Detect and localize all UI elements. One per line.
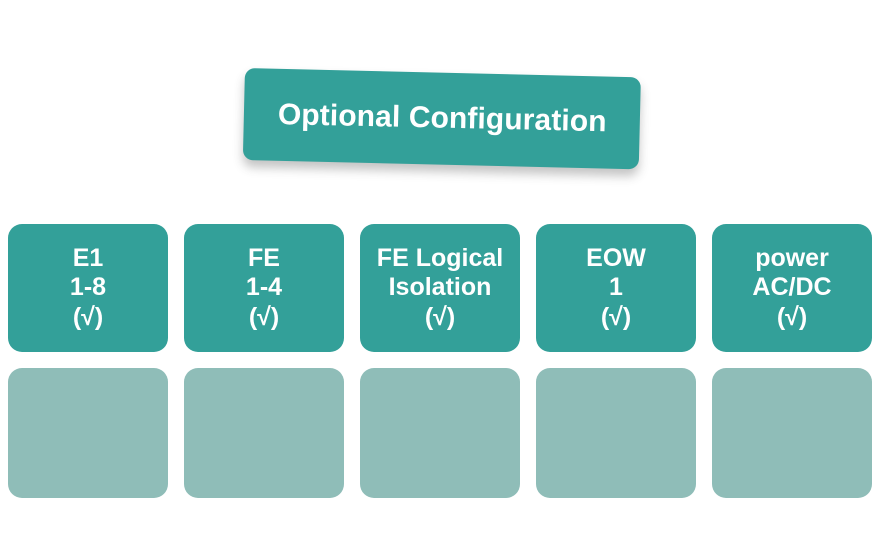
feature-card-power-checkmark: (√) (776, 302, 808, 331)
feature-card-fe-logical-isolation-checkmark: (√) (424, 302, 456, 331)
placeholder-card-2[interactable] (184, 368, 344, 498)
feature-card-fe-logical-isolation-line1: FE Logical (376, 244, 504, 273)
header-banner-shape: Optional Configuration (242, 68, 641, 170)
placeholder-card-row (8, 368, 872, 498)
feature-card-eow-line1: EOW (586, 244, 646, 273)
feature-card-fe-line2: 1-4 (245, 273, 283, 302)
feature-card-fe-line1: FE (248, 244, 280, 273)
page-title: Optional Configuration (277, 98, 607, 139)
feature-card-eow-checkmark: (√) (600, 302, 632, 331)
placeholder-card-1[interactable] (8, 368, 168, 498)
feature-card-fe-logical-isolation[interactable]: FE Logical Isolation (√) (360, 224, 520, 352)
feature-card-power[interactable]: power AC/DC (√) (712, 224, 872, 352)
header-banner: Optional Configuration (242, 68, 641, 170)
placeholder-card-5[interactable] (712, 368, 872, 498)
feature-card-power-line2: AC/DC (752, 273, 832, 302)
feature-card-fe[interactable]: FE 1-4 (√) (184, 224, 344, 352)
feature-card-e1-checkmark: (√) (72, 302, 104, 331)
feature-card-e1[interactable]: E1 1-8 (√) (8, 224, 168, 352)
feature-card-fe-logical-isolation-line2: Isolation (388, 273, 492, 302)
feature-card-eow[interactable]: EOW 1 (√) (536, 224, 696, 352)
feature-card-e1-line2: 1-8 (69, 273, 107, 302)
feature-card-power-line1: power (755, 244, 829, 273)
placeholder-card-4[interactable] (536, 368, 696, 498)
placeholder-card-3[interactable] (360, 368, 520, 498)
feature-card-e1-line1: E1 (72, 244, 104, 273)
feature-card-fe-checkmark: (√) (248, 302, 280, 331)
feature-card-row: E1 1-8 (√) FE 1-4 (√) FE Logical Isolati… (8, 224, 872, 352)
feature-card-eow-line2: 1 (609, 273, 623, 302)
